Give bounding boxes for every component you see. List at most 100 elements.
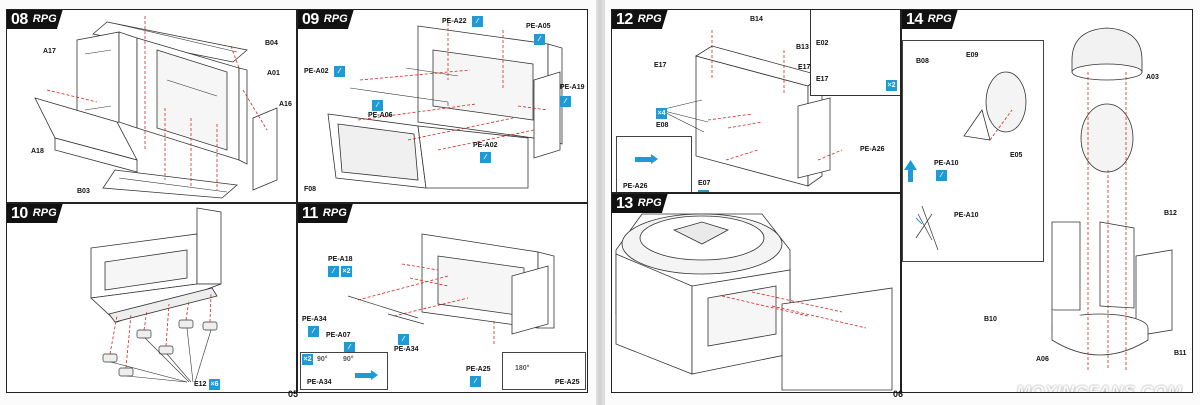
brand-logo: RPG bbox=[30, 204, 63, 223]
part-b10: B10 bbox=[984, 316, 997, 323]
quantity-badge: ×2 bbox=[302, 354, 313, 365]
watermark-text: MOXINGFANS.COM bbox=[1016, 382, 1182, 393]
assembly-drawing bbox=[327, 18, 563, 189]
etch-icon: ⁄ bbox=[308, 326, 319, 337]
part-e17-inset: E17 bbox=[816, 76, 829, 83]
step-number: 11 bbox=[298, 204, 321, 223]
part-b14: B14 bbox=[750, 16, 763, 23]
arrow-right-icon bbox=[371, 370, 378, 380]
part-pe-a34-inset: PE-A34 bbox=[307, 379, 332, 386]
part-pe-a02-bottom: PE-A02 bbox=[473, 142, 498, 149]
part-e08: E08 bbox=[656, 122, 669, 129]
part-e07: E07 bbox=[698, 180, 711, 187]
part-b04: B04 bbox=[265, 40, 278, 47]
detail-inset-pe-a34: ×2 90° 90° PE-A34 bbox=[300, 352, 388, 390]
part-a17: A17 bbox=[43, 48, 56, 55]
part-a03: A03 bbox=[1146, 74, 1159, 81]
etch-icon: ⁄ bbox=[398, 334, 409, 345]
part-b08: B08 bbox=[916, 58, 929, 65]
part-e12: E12 bbox=[194, 381, 207, 388]
part-e09: E09 bbox=[966, 52, 979, 59]
part-b11: B11 bbox=[1174, 350, 1187, 357]
brand-logo: RPG bbox=[635, 10, 668, 29]
arrow-right-icon bbox=[651, 154, 658, 164]
part-pe-a25: PE-A25 bbox=[466, 366, 491, 373]
step-number: 09 bbox=[298, 10, 322, 29]
step-number: 14 bbox=[902, 10, 926, 29]
page-number: 05 bbox=[288, 389, 299, 399]
part-e17: E17 bbox=[654, 62, 667, 69]
quantity-badge: ×4 bbox=[656, 108, 667, 119]
brand-logo: RPG bbox=[925, 10, 958, 29]
part-pe-a34-right: PE-A34 bbox=[394, 346, 419, 353]
etch-icon: ⁄ bbox=[472, 16, 483, 27]
etch-icon: ⁄ bbox=[480, 152, 491, 163]
step-number: 12 bbox=[612, 10, 636, 29]
angle-label: 180° bbox=[515, 365, 530, 372]
etch-icon: ⁄ bbox=[372, 100, 383, 111]
part-pe-a18: PE-A18 bbox=[328, 256, 353, 263]
assembly-drawing bbox=[90, 207, 222, 383]
part-e05: E05 bbox=[1010, 152, 1023, 159]
part-a06: A06 bbox=[1036, 356, 1049, 363]
angle-label: 90° bbox=[343, 356, 354, 363]
arrow-right-icon bbox=[635, 157, 651, 162]
brand-logo: RPG bbox=[320, 204, 353, 223]
part-pe-a26: PE-A26 bbox=[860, 146, 885, 153]
brand-logo: RPG bbox=[30, 10, 63, 29]
etch-icon: ⁄ bbox=[328, 266, 339, 277]
part-pe-a25-inset: PE-A25 bbox=[555, 379, 580, 386]
page-number: 06 bbox=[893, 389, 904, 399]
part-pe-a26-inset: PE-A26 bbox=[623, 183, 648, 190]
detail-inset-b08 bbox=[902, 40, 1044, 262]
part-pe-a22: PE-A22 bbox=[442, 18, 467, 25]
assembly-drawing bbox=[904, 27, 1173, 370]
angle-label: 90° bbox=[317, 356, 328, 363]
quantity-badge: ×2 bbox=[341, 266, 352, 277]
part-pe-a10-side: PE-A10 bbox=[954, 212, 979, 219]
etch-icon: ⁄ bbox=[560, 96, 571, 107]
etch-icon: ⁄ bbox=[344, 342, 355, 353]
arrow-right-icon bbox=[355, 373, 371, 378]
quantity-badge: ×2 bbox=[886, 80, 897, 91]
part-pe-a10: PE-A10 bbox=[934, 160, 959, 167]
quantity-badge: ×6 bbox=[209, 379, 220, 390]
part-a01: A01 bbox=[267, 70, 280, 77]
part-pe-a34: PE-A34 bbox=[302, 316, 327, 323]
brand-logo: RPG bbox=[635, 194, 668, 213]
part-b12: B12 bbox=[1164, 210, 1177, 217]
part-pe-a19: PE-A19 bbox=[560, 84, 585, 91]
part-b03: B03 bbox=[77, 188, 90, 195]
etch-icon: ⁄ bbox=[334, 66, 345, 77]
etch-divider-box bbox=[810, 10, 900, 96]
detail-inset-pe-a26: PE-A26 bbox=[616, 136, 692, 192]
part-e17-mid: E17 bbox=[798, 64, 811, 71]
part-pe-a07: PE-A07 bbox=[326, 332, 351, 339]
step-number: 08 bbox=[7, 10, 31, 29]
part-pe-a06: PE-A06 bbox=[368, 112, 393, 119]
part-e02: E02 bbox=[816, 40, 829, 47]
part-pe-a05: PE-A05 bbox=[526, 23, 551, 30]
quantity-badge: ×2 bbox=[698, 190, 709, 192]
part-a16: A16 bbox=[279, 101, 292, 108]
etch-icon: ⁄ bbox=[936, 170, 947, 181]
part-f08: F08 bbox=[304, 186, 317, 193]
etch-icon: ⁄ bbox=[470, 376, 481, 387]
part-pe-a02-top: PE-A02 bbox=[304, 68, 329, 75]
brand-logo: RPG bbox=[321, 10, 354, 29]
detail-inset-pe-a25: 180° PE-A25 bbox=[502, 352, 586, 390]
assembly-drawing bbox=[347, 233, 555, 344]
part-a18: A18 bbox=[31, 148, 44, 155]
